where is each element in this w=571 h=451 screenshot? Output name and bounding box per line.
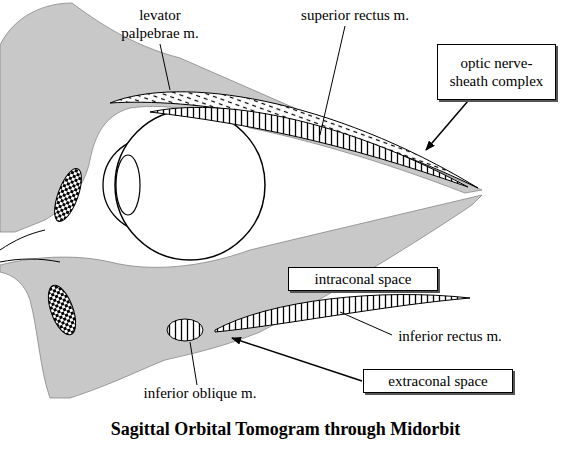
pointer-arrow: [426, 101, 468, 150]
callout-box: optic nerve-sheath complex: [437, 44, 556, 100]
part-label: inferior oblique m.: [125, 384, 275, 402]
inferior-oblique-muscle: [167, 319, 203, 341]
levator-muscle: [110, 92, 478, 188]
part-label: levator palpebrae m.: [110, 6, 210, 42]
part-label: superior rectus m.: [280, 6, 430, 24]
eyelid-line: [0, 259, 60, 262]
part-label: inferior rectus m.: [375, 327, 525, 345]
superior-rectus-muscle: [150, 107, 468, 187]
fat-pad: [43, 282, 81, 338]
leader-line: [190, 342, 197, 385]
leader-line: [160, 44, 170, 90]
leader-line: [320, 26, 345, 135]
pointer-arrow: [232, 338, 362, 381]
eyeball: [115, 110, 265, 260]
callout-box: extraconal space: [363, 369, 513, 393]
callout-text: optic nerve-sheath complex: [443, 54, 550, 90]
fat-pad: [49, 165, 87, 224]
callout-text: extraconal space: [388, 372, 488, 390]
leader-line: [340, 312, 392, 335]
callout-text: intraconal space: [314, 270, 411, 288]
lens: [116, 155, 140, 215]
figure-title: Sagittal Orbital Tomogram through Midorb…: [0, 418, 571, 440]
callout-box: intraconal space: [288, 267, 438, 291]
eyelid-line: [0, 230, 45, 250]
